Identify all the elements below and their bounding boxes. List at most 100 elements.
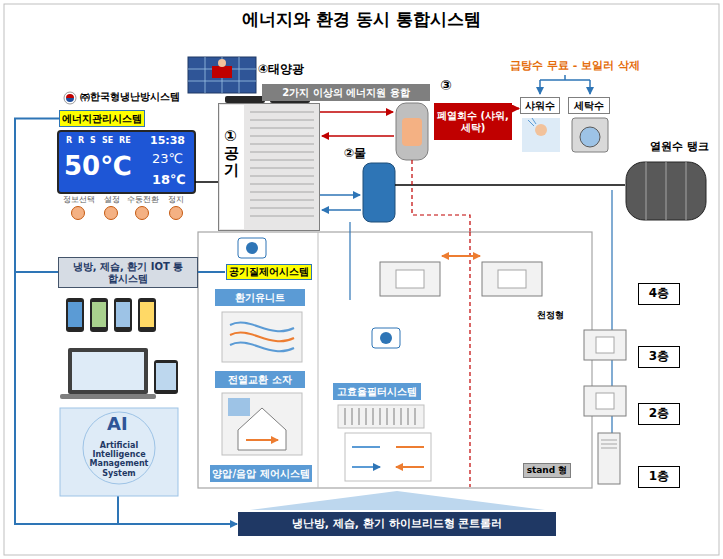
phone <box>90 298 108 332</box>
label-box: 공기질제어시스템 <box>226 264 312 280</box>
pipe <box>395 184 625 186</box>
pipe <box>412 160 470 232</box>
shower-water <box>528 118 536 126</box>
flag-red <box>66 94 74 98</box>
tablet <box>154 360 178 394</box>
air-flow <box>352 447 380 467</box>
shower-person <box>535 124 547 136</box>
clock-readout: 15:38 <box>150 135 185 148</box>
ai-picture <box>60 408 178 496</box>
node-text: 폐열회수 (샤워, 세탁) <box>437 110 509 133</box>
mode-indicator: R <box>78 136 84 145</box>
node-text: 4층 <box>649 287 669 301</box>
worker-figure <box>212 66 232 78</box>
solar-grid <box>188 57 256 93</box>
node-text: 양압/음압 제어시스템 <box>212 468 309 480</box>
air-flow <box>396 447 424 467</box>
button <box>105 207 118 220</box>
washer-picture <box>572 118 608 152</box>
wire <box>15 271 60 273</box>
hot-water-tank <box>396 103 428 160</box>
label-box: 샤워수 <box>520 97 560 114</box>
tank-bands <box>646 162 686 220</box>
phone-screen <box>68 302 82 327</box>
temperature-readout: 18℃ <box>152 173 186 188</box>
phone-screen <box>116 302 130 327</box>
mode-indicator: RE <box>119 136 131 145</box>
diagram-title: 에너지와 환경 동시 통합시스템 <box>0 8 723 31</box>
ceiling-grille <box>596 337 614 353</box>
ai-caption: Artificial Intelligence Management Syste… <box>80 441 158 478</box>
phone <box>114 298 132 332</box>
node-text: 냉방, 제습, 환기 IOT 통합시스템 <box>69 261 187 284</box>
bracket <box>540 75 590 80</box>
node-text: 전열교환 소자 <box>228 374 291 386</box>
ventilation-picture <box>222 312 302 362</box>
section-band: 양압/음압 제어시스템 <box>210 465 311 482</box>
heat-pump: ①공기 <box>218 103 320 231</box>
section-band: 환기유니트 <box>215 289 305 306</box>
laptop-screen <box>72 352 144 390</box>
ceiling-unit <box>482 262 542 296</box>
pressure-picture <box>345 433 431 481</box>
emblem <box>372 328 400 348</box>
phone <box>138 298 156 332</box>
controller-band: 냉난방, 제습, 환기 하이브리드형 콘트롤러 <box>238 512 556 536</box>
bracket <box>539 80 541 94</box>
controller-display <box>58 131 195 193</box>
worker-head <box>218 59 226 67</box>
shower-picture <box>522 118 560 152</box>
node-text: 3층 <box>649 350 669 364</box>
ceiling-unit <box>584 330 626 360</box>
stand-unit <box>598 433 620 484</box>
panel-divider <box>318 232 319 488</box>
node-text: 2층 <box>649 407 669 421</box>
pipe <box>349 222 350 300</box>
up-arrow <box>250 491 545 510</box>
ceiling-grille <box>596 393 614 409</box>
floor-box: 3층 <box>638 346 680 368</box>
tablet-screen <box>156 363 176 390</box>
ceiling-grille <box>498 270 526 288</box>
filter-pleats <box>345 408 415 425</box>
exchanger-core <box>228 398 250 416</box>
section-band: 전열교환 소자 <box>215 371 305 388</box>
button <box>136 207 149 220</box>
ceiling-unit <box>584 386 626 416</box>
air-flow <box>246 439 278 441</box>
node-text: 공기 <box>224 145 239 178</box>
mode-indicator: R <box>66 136 72 145</box>
banner: 2가지 이상의 에너지원 융합 <box>262 84 430 101</box>
node-text: 1층 <box>649 470 669 484</box>
process-box: 폐열회수 (샤워, 세탁) <box>434 103 512 140</box>
button-label: 정보선택 <box>63 196 95 205</box>
mode-indicator: S <box>90 136 96 145</box>
button <box>170 207 183 220</box>
button-label: 수동전환 <box>127 196 159 205</box>
node-text: 고효율필터시스템 <box>337 386 417 398</box>
ai-mark: AI <box>107 414 128 435</box>
node-text: 환기유니트 <box>235 292 285 304</box>
phone-screen <box>140 302 154 327</box>
button-label: 정지 <box>168 196 184 205</box>
node-text: 공기질제어시스템 <box>229 267 309 278</box>
pipe <box>322 209 361 211</box>
part-name: 열원수 탱크 <box>650 141 709 154</box>
wire <box>118 496 236 524</box>
air-flow <box>230 323 294 352</box>
heat-source-tank <box>626 162 706 220</box>
callout-number: ④태양광 <box>258 63 304 77</box>
pipe <box>320 194 360 196</box>
fan-top <box>225 96 265 103</box>
callout-number: ②물 <box>344 147 366 161</box>
connector <box>15 119 237 525</box>
floor-box: 4층 <box>638 283 680 305</box>
part-name: 천정형 <box>537 310 564 320</box>
tank-heater <box>402 118 422 146</box>
vent-lines <box>250 112 314 216</box>
section-band: 고효율필터시스템 <box>333 383 421 400</box>
pipe <box>320 111 393 113</box>
bracket <box>589 80 591 94</box>
duct-arrow <box>442 255 480 257</box>
temperature-readout: 50℃ <box>64 151 132 181</box>
